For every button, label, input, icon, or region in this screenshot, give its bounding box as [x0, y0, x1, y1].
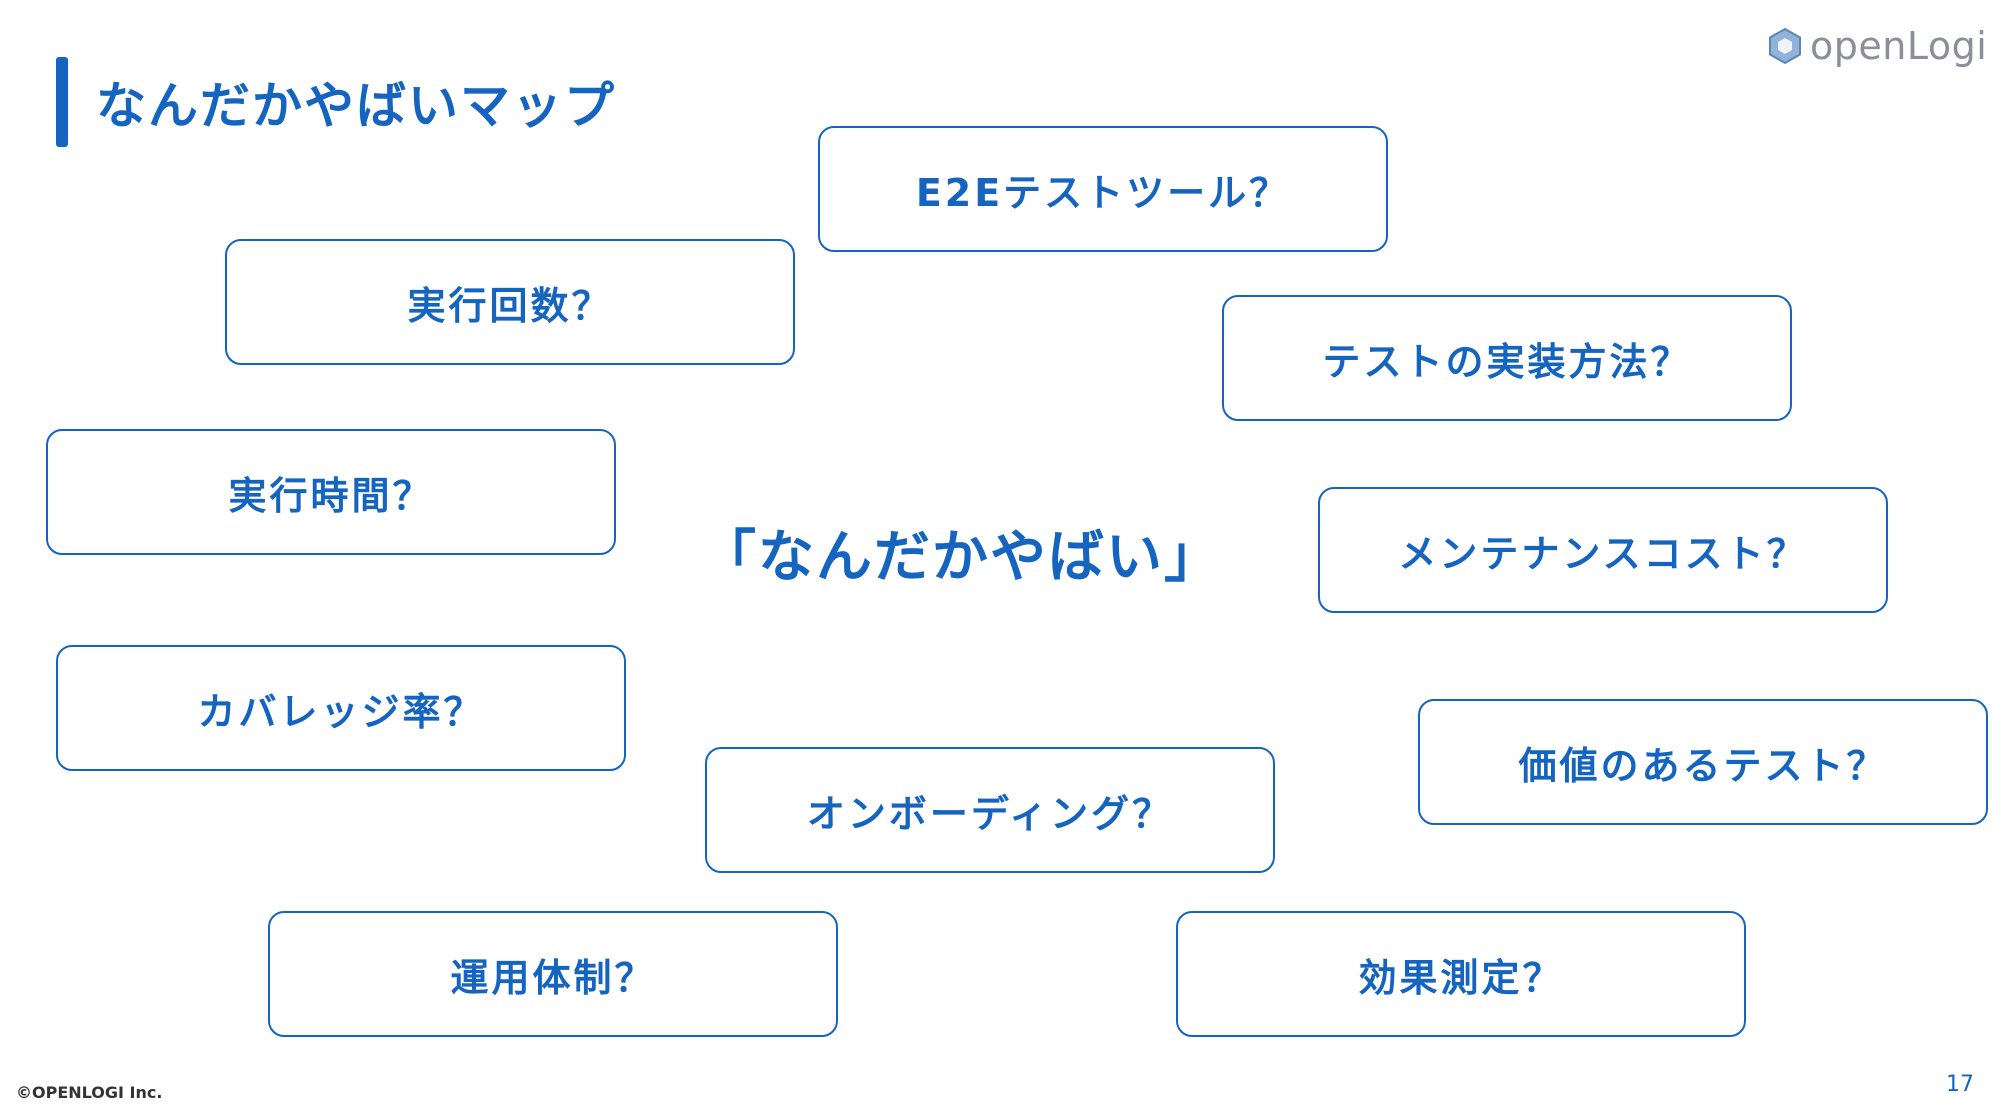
item-label: E2Eテストツール？: [915, 170, 1291, 215]
item-impl-method: テストの実装方法？: [1222, 295, 1792, 421]
page-number: 17: [1946, 1072, 1974, 1097]
item-label: 運用体制？: [450, 955, 656, 1000]
item-ops: 運用体制？: [268, 911, 838, 1037]
item-run-time: 実行時間？: [46, 429, 616, 555]
copyright-text: ©OPENLOGI Inc.: [16, 1083, 163, 1102]
hexagon-logo-icon: [1769, 27, 1801, 65]
item-label: 価値のあるテスト？: [1518, 743, 1888, 788]
item-label: テストの実装方法？: [1322, 339, 1692, 384]
company-logo: openLogi: [1768, 24, 1987, 68]
title-accent-bar: [56, 57, 68, 147]
item-label: 実行時間？: [228, 473, 434, 518]
item-e2e-tool: E2Eテストツール？: [818, 126, 1388, 252]
item-label: メンテナンスコスト？: [1398, 531, 1808, 576]
item-maintenance-cost: メンテナンスコスト？: [1318, 487, 1888, 613]
item-label: オンボーディング？: [806, 791, 1174, 836]
center-heading: 「なんだかやばい」: [700, 525, 1222, 590]
item-effect: 効果測定？: [1176, 911, 1746, 1037]
item-valuable-test: 価値のあるテスト？: [1418, 699, 1988, 825]
item-label: 実行回数？: [407, 283, 613, 328]
item-label: 効果測定？: [1358, 955, 1564, 1000]
logo-wordmark: openLogi: [1810, 24, 1988, 68]
item-label: カバレッジ率？: [197, 689, 485, 734]
item-run-count: 実行回数？: [225, 239, 795, 365]
item-onboarding: オンボーディング？: [705, 747, 1275, 873]
page-title: なんだかやばいマップ: [96, 77, 616, 135]
item-coverage: カバレッジ率？: [56, 645, 626, 771]
